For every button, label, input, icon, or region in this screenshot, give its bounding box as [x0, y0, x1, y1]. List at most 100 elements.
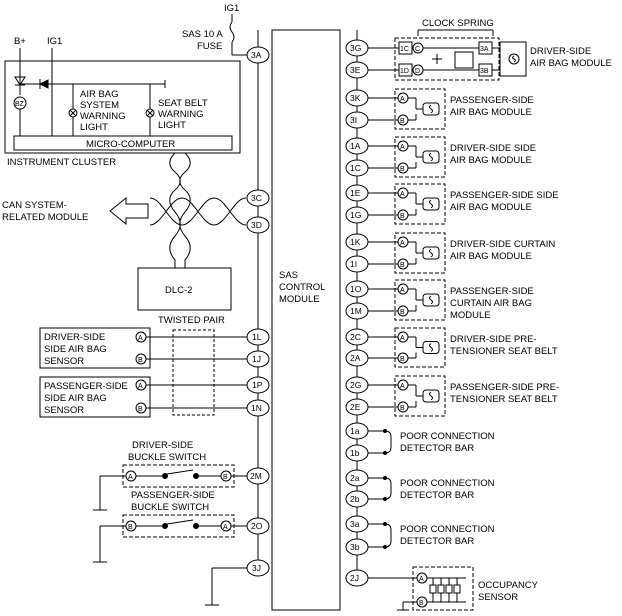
module-label: MODULE — [450, 310, 491, 321]
conn-a: A — [223, 524, 228, 531]
instrument-cluster-label: INSTRUMENT CLUSTER — [7, 157, 116, 168]
squib-icon — [422, 293, 440, 307]
pin-3D: 3D — [251, 220, 262, 230]
pin-3E: 3E — [350, 65, 361, 75]
pin-2C: 2C — [350, 332, 361, 342]
conn-b: B — [400, 213, 405, 220]
micro-computer-label: MICRO-COMPUTER — [86, 139, 175, 150]
pin-2O: 2O — [251, 521, 263, 531]
driver-buckle-2: BUCKLE SWITCH — [128, 452, 206, 463]
passenger-sensor-3: SENSOR — [44, 405, 84, 416]
pin-1N: 1N — [251, 403, 262, 413]
conn-a: A — [128, 474, 133, 481]
pin-3a: 3a — [350, 519, 360, 529]
passenger-buckle-2: BUCKLE SWITCH — [131, 502, 209, 513]
poor-conn-label-1: POOR CONNECTION — [400, 478, 495, 489]
airbag-light-2: SYSTEM — [80, 100, 119, 111]
pin-3G: 3G — [350, 43, 361, 53]
module-label: DRIVER-SIDE SIDE — [450, 143, 536, 154]
pin-1J: 1J — [252, 354, 261, 364]
conn-b: B — [400, 262, 405, 269]
passenger-side-sensor-box — [39, 376, 151, 418]
pin-3K: 3K — [350, 93, 361, 103]
fuse-label-2: FUSE — [197, 41, 222, 52]
conn-a: A — [400, 191, 405, 198]
conn-b: B — [223, 474, 228, 481]
module-label: AIR BAG MODULE — [450, 155, 532, 166]
pin-3b: 3b — [350, 542, 360, 552]
pin-1M: 1M — [350, 306, 362, 316]
pin-2J: 2J — [350, 573, 359, 583]
clock-spring-box — [394, 37, 500, 81]
pin-2M: 2M — [250, 471, 262, 481]
can-label-1: CAN SYSTEM- — [2, 200, 67, 211]
left-pins: 3A 3C 3D 1L 1J 1P 1N 2M 2O 3J — [246, 46, 270, 577]
conn-b: B — [128, 524, 133, 531]
driver-sensor-1: DRIVER-SIDE — [44, 332, 105, 343]
conn-b: B — [419, 600, 424, 607]
seatbelt-light-3: LIGHT — [158, 120, 186, 131]
conn-a: A — [400, 383, 405, 390]
module-label: DRIVER-SIDE CURTAIN — [450, 239, 555, 250]
poor-conn-label-1: POOR CONNECTION — [400, 431, 495, 442]
occupancy-1: OCCUPANCY — [478, 580, 539, 591]
driver-buckle-1: DRIVER-SIDE — [132, 440, 193, 451]
conn-b: B — [400, 356, 405, 363]
pin-3C: 3C — [251, 193, 262, 203]
seatbelt-light-2: WARNING — [158, 109, 204, 120]
module-label: PASSENGER-SIDE SIDE — [450, 190, 559, 201]
module-passenger-pretensioner: A B PASSENGER-SIDE PRE-TENSIONER SEAT BELT — [368, 375, 559, 417]
can-label-2: RELATED MODULE — [2, 212, 88, 223]
cs-c: C — [415, 46, 420, 53]
dlc2-box — [137, 267, 232, 311]
driver-airbag-2: AIR BAG MODULE — [530, 58, 612, 69]
can-arrow-icon — [109, 196, 149, 226]
seatbelt-light-1: SEAT BELT — [158, 98, 208, 109]
conn-b: B — [400, 118, 405, 125]
module-label: AIR BAG MODULE — [450, 107, 532, 118]
passenger-sensor-1: PASSENGER-SIDE — [44, 381, 128, 392]
clock-spring-label: CLOCK SPRING — [422, 18, 494, 29]
pin-3A: 3A — [251, 50, 262, 60]
conn-a: A — [400, 287, 405, 294]
diode-icon-2 — [38, 79, 49, 89]
sas-label-1: SAS — [279, 270, 298, 281]
cs-3b: 3B — [480, 68, 489, 75]
conn-a: A — [400, 96, 405, 103]
module-label: PASSENGER-SIDE — [450, 286, 534, 297]
pin-2E: 2E — [350, 402, 361, 412]
driver-airbag-1: DRIVER-SIDE — [530, 46, 591, 57]
twisted-pair-label: TWISTED PAIR — [158, 315, 225, 326]
cs-3a: 3A — [480, 46, 489, 53]
module-label: CURTAIN AIR BAG — [450, 298, 532, 309]
pin-2A: 2A — [350, 353, 361, 363]
poor-conn-label-2: DETECTOR BAR — [400, 490, 474, 501]
module-label: TENSIONER SEAT BELT — [450, 394, 558, 405]
pin-3I: 3I — [350, 115, 357, 125]
pin-3J: 3J — [252, 563, 261, 573]
conn-a: A — [138, 335, 143, 342]
occupancy-sensor-box — [412, 566, 474, 611]
conn-a: A — [400, 240, 405, 247]
buzzer-label: BZ — [15, 101, 25, 108]
cs-1c: 1C — [400, 46, 409, 53]
module-label: PASSENGER-SIDE PRE- — [450, 382, 559, 393]
sas-label-3: MODULE — [279, 294, 320, 305]
conn-a: A — [400, 144, 405, 151]
cs-1d: 1D — [400, 68, 409, 75]
conn-b: B — [400, 405, 405, 412]
driver-sensor-3: SENSOR — [44, 356, 84, 367]
pin-2b: 2b — [350, 494, 360, 504]
airbag-light-3: WARNING — [80, 111, 126, 122]
switch-contact — [166, 469, 194, 475]
squib-icon — [422, 150, 440, 164]
module-label: DRIVER-SIDE PRE- — [450, 334, 537, 345]
diode-icon — [14, 76, 26, 86]
instrument-cluster-box — [4, 60, 241, 154]
